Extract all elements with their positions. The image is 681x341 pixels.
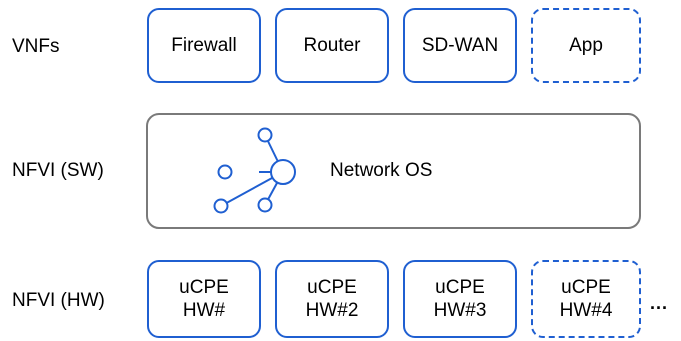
uCPE-hw1-line2: HW# <box>182 300 226 321</box>
uCPE-hw2-line2: HW#2 <box>305 300 359 321</box>
uCPE-hw2-box: uCPE HW#2 <box>275 260 389 338</box>
uCPE-hw2-line1: uCPE <box>307 277 357 298</box>
firewall-label: Firewall <box>171 35 237 56</box>
network-os-label: Network OS <box>330 160 433 181</box>
uCPE-hw4-box: uCPE HW#4 <box>531 260 641 338</box>
firewall-box: Firewall <box>147 8 261 83</box>
uCPE-hw1-box: uCPE HW# <box>147 260 261 338</box>
uCPE-hw1-line1: uCPE <box>179 277 229 298</box>
uCPE-hw3-line2: HW#3 <box>433 300 487 321</box>
uCPE-hw4-line1: uCPE <box>561 277 611 298</box>
uCPE-hw4-line2: HW#4 <box>559 300 613 321</box>
uCPE-hw3-line1: uCPE <box>435 277 485 298</box>
router-box: Router <box>275 8 389 83</box>
app-label: App <box>569 35 603 56</box>
router-label: Router <box>303 35 361 56</box>
vnfs-row-label: VNFs <box>12 36 60 57</box>
network-hub-icon <box>213 127 296 214</box>
sdwan-label: SD-WAN <box>421 35 499 56</box>
nfvi-hw-row-label: NFVI (HW) <box>12 290 105 311</box>
app-box: App <box>531 8 641 83</box>
sdwan-box: SD-WAN <box>403 8 517 83</box>
uCPE-hw3-box: uCPE HW#3 <box>403 260 517 338</box>
nfvi-sw-row-label: NFVI (SW) <box>12 160 104 181</box>
more-hardware-ellipsis: ... <box>650 293 669 313</box>
